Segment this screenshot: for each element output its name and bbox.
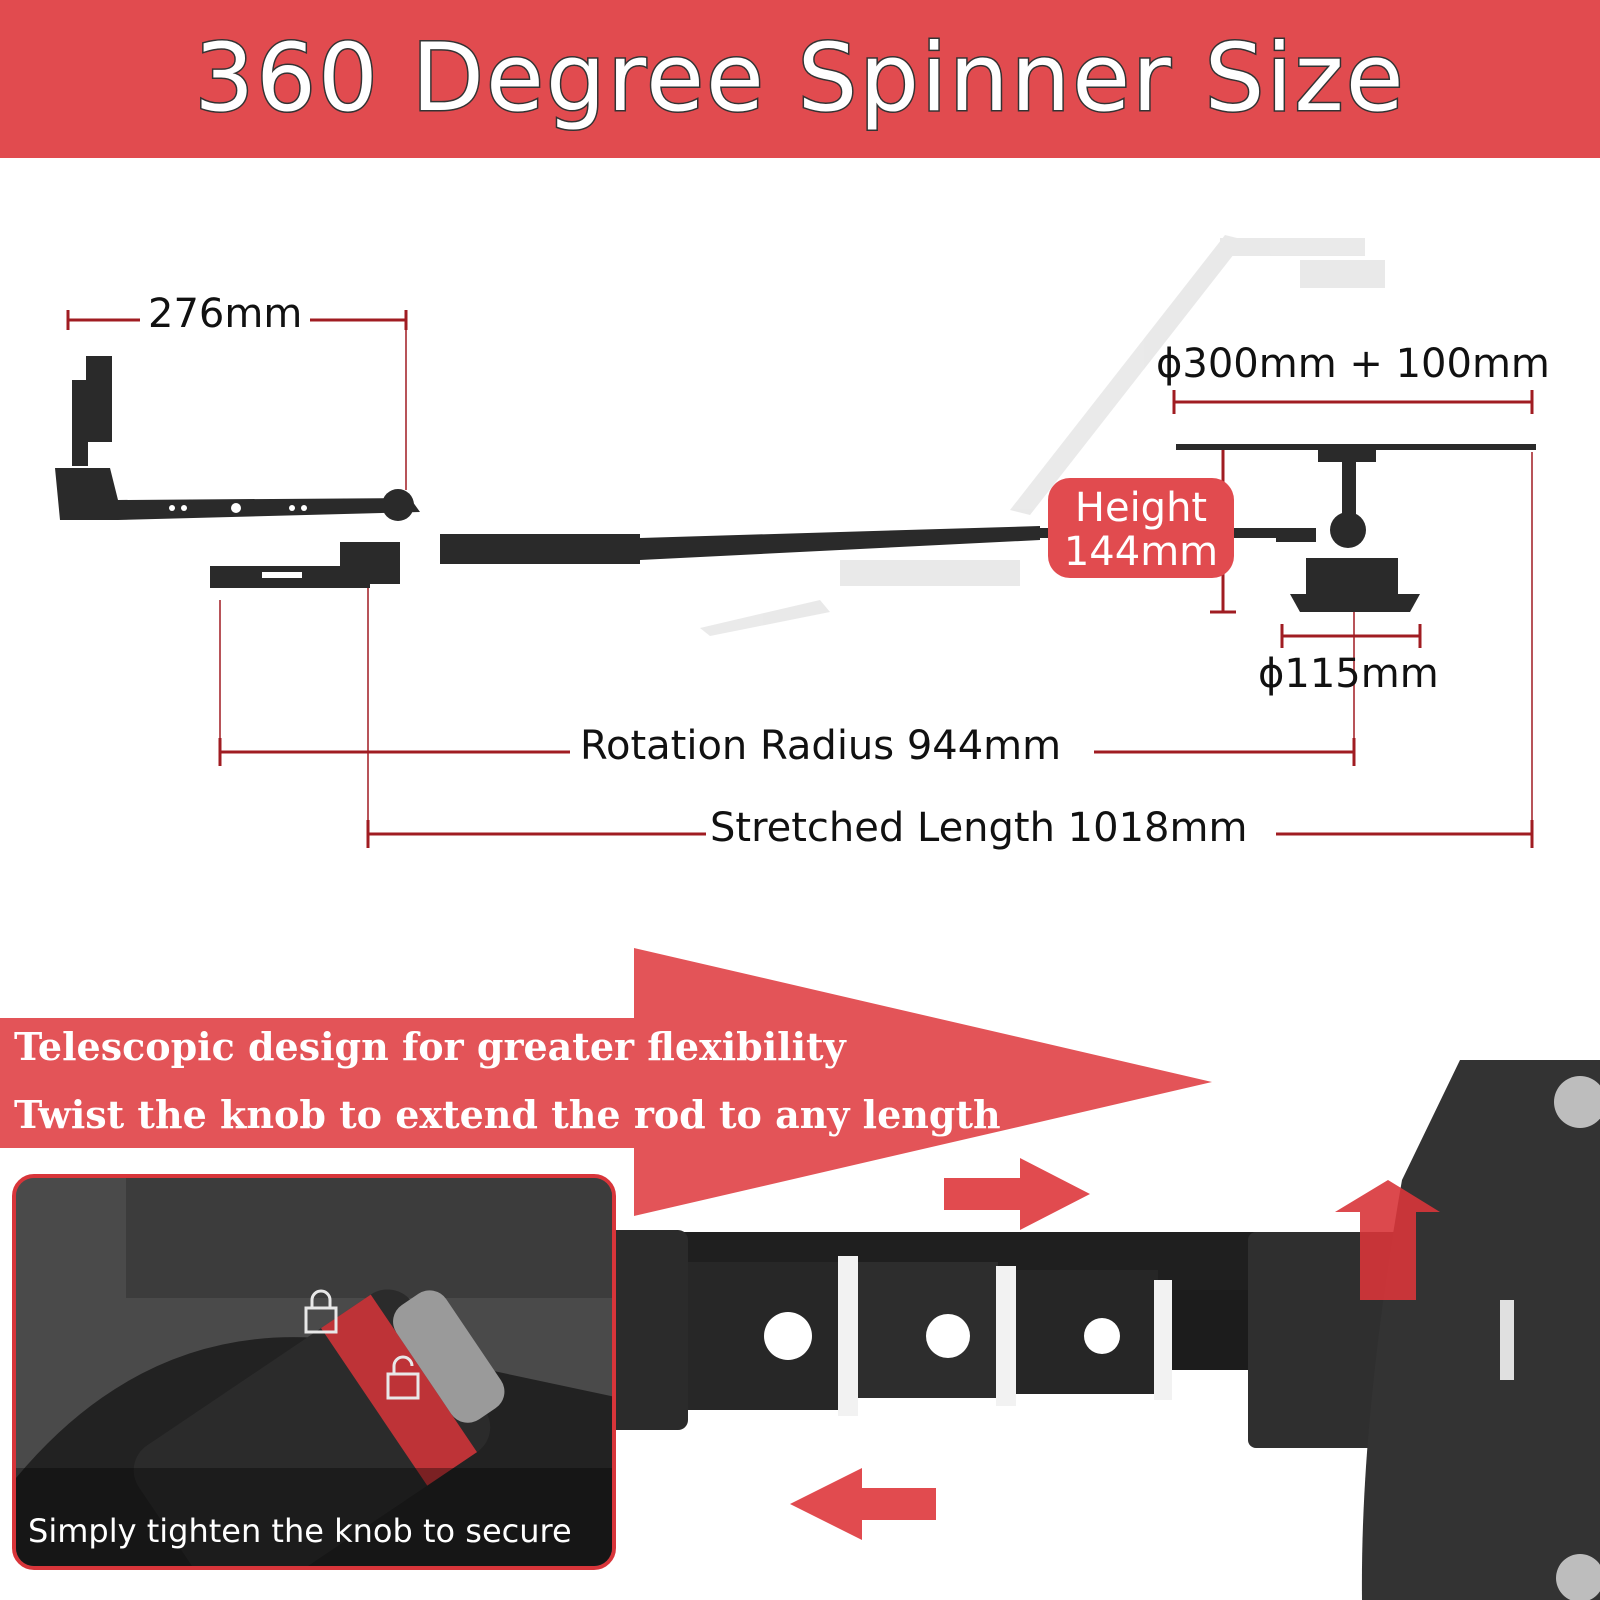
platform-diameter-label: ϕ300mm + 100mm — [1156, 341, 1550, 387]
ghost-arm — [700, 235, 1385, 636]
height-badge-line1: Height — [1074, 485, 1208, 531]
lock-icon — [304, 1289, 338, 1334]
arrow-left-icon — [790, 1468, 936, 1540]
promo-line-1: Telescopic design for greater flexibilit… — [14, 1024, 846, 1069]
page-title: 360 Degree Spinner Size — [193, 23, 1406, 135]
promo-arrow — [0, 948, 1212, 1216]
height-badge: Height 144mm — [1048, 478, 1234, 578]
stretched-length-label: Stretched Length 1018mm — [710, 805, 1248, 851]
dimension-lines — [66, 310, 1534, 848]
rotation-radius-label: Rotation Radius 944mm — [580, 723, 1062, 769]
knob-closeup-art — [16, 1178, 612, 1566]
rod-closeup — [600, 1060, 1600, 1600]
height-badge-line2: 144mm — [1063, 529, 1219, 575]
inset-caption: Simply tighten the knob to secure — [28, 1512, 572, 1550]
arm-holes — [169, 503, 307, 578]
spinner-base — [1176, 444, 1536, 612]
promo-line-2: Twist the knob to extend the rod to any … — [14, 1092, 1001, 1137]
header-banner: 360 Degree Spinner Size — [0, 0, 1600, 158]
width-label: 276mm — [148, 291, 303, 337]
unlock-icon — [386, 1355, 420, 1400]
knob-closeup-inset: Simply tighten the knob to secure — [12, 1174, 616, 1570]
base-diameter-label: ϕ115mm — [1258, 651, 1439, 697]
arrow-right-icon — [944, 1158, 1090, 1230]
